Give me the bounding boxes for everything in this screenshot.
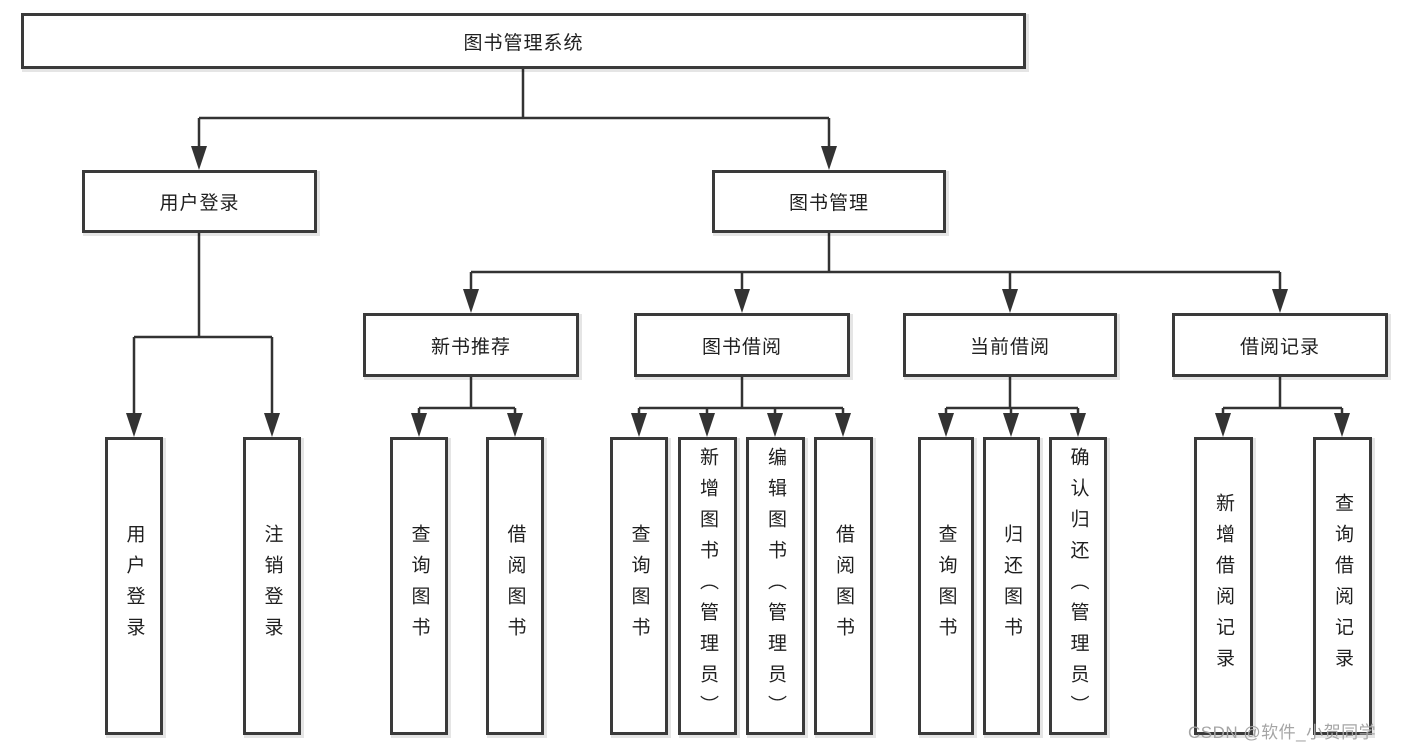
leaf-edit-book-admin-label: 编辑图书（管理员） xyxy=(765,446,786,726)
leaf-borrow-books-recommend: 借阅图书 xyxy=(486,437,544,735)
leaf-return-books-label: 归还图书 xyxy=(1001,524,1022,648)
leaf-confirm-return-admin-label: 确认归还（管理员） xyxy=(1067,446,1089,726)
node-current-borrowing: 当前借阅 xyxy=(903,313,1117,377)
csdn-watermark: CSDN @软件_小贺同学 xyxy=(1188,723,1377,742)
leaf-logout-label: 注销登录 xyxy=(261,524,283,648)
leaf-borrow-books: 借阅图书 xyxy=(814,437,873,735)
leaf-user-login: 用户登录 xyxy=(105,437,163,735)
leaf-logout: 注销登录 xyxy=(243,437,301,735)
connector-strokes xyxy=(132,69,1344,417)
leaf-query-books-recommend-label: 查询图书 xyxy=(408,524,430,648)
leaf-add-book-admin: 新增图书（管理员） xyxy=(678,437,737,735)
leaf-add-borrow-record: 新增借阅记录 xyxy=(1194,437,1253,735)
node-user-login: 用户登录 xyxy=(82,170,317,233)
leaf-query-books-borrow: 查询图书 xyxy=(610,437,668,735)
leaf-add-book-admin-label: 新增图书（管理员） xyxy=(697,446,718,726)
leaf-query-books-current-label: 查询图书 xyxy=(935,524,957,648)
leaf-query-books-recommend: 查询图书 xyxy=(390,437,448,735)
leaf-user-login-label: 用户登录 xyxy=(123,524,145,648)
node-book-borrowing: 图书借阅 xyxy=(634,313,850,377)
arrowheads xyxy=(126,146,1350,437)
leaf-return-books: 归还图书 xyxy=(983,437,1040,735)
leaf-add-borrow-record-label: 新增借阅记录 xyxy=(1213,493,1234,679)
leaf-borrow-books-label: 借阅图书 xyxy=(833,524,854,648)
node-book-management: 图书管理 xyxy=(712,170,946,233)
leaf-query-borrow-record: 查询借阅记录 xyxy=(1313,437,1372,735)
leaf-query-books-borrow-label: 查询图书 xyxy=(628,524,650,648)
node-library-management-system: 图书管理系统 xyxy=(21,13,1026,69)
node-new-book-recommend: 新书推荐 xyxy=(363,313,579,377)
leaf-confirm-return-admin: 确认归还（管理员） xyxy=(1049,437,1107,735)
leaf-query-books-current: 查询图书 xyxy=(918,437,974,735)
leaf-borrow-books-recommend-label: 借阅图书 xyxy=(504,524,526,648)
leaf-edit-book-admin: 编辑图书（管理员） xyxy=(746,437,805,735)
node-borrow-records: 借阅记录 xyxy=(1172,313,1388,377)
leaf-query-borrow-record-label: 查询借阅记录 xyxy=(1332,493,1353,679)
